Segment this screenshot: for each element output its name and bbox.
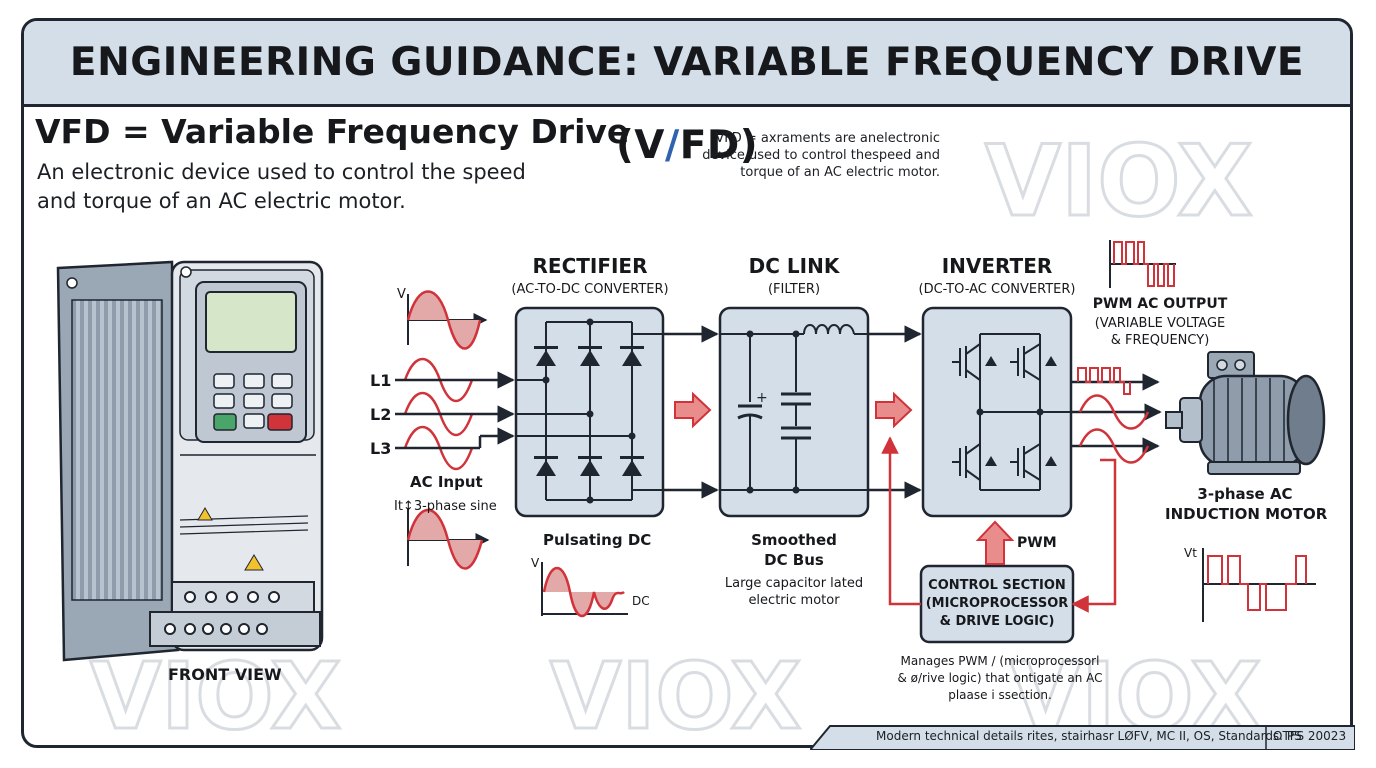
phase-l3-label: L3 [370,439,392,458]
inverter-block [921,306,1073,518]
footer-text: Modern technical details rites, stairhas… [876,729,1302,743]
footer-bar: Modern technical details rites, stairhas… [810,725,1355,750]
output-axis-vt: Vt [1184,546,1197,560]
front-view-caption: FRONT VIEW [168,665,282,684]
bus-connectors [663,325,922,499]
smoothed-label-2: DC Bus [764,551,824,569]
watermark-top: VIOX [985,125,1253,239]
pwm-output-sub-1: (VARIABLE VOLTAGE [1094,316,1226,331]
phase-l2-label: L2 [370,405,392,424]
capacitor-plus-sign: + [756,390,768,406]
ac-input-label: AC Input [410,473,483,491]
rectifier-subtitle: (AC-TO-DC CONVERTER) [511,282,669,297]
title-end: FD) [679,123,759,168]
pwm-output-title: PWM AC OUTPUT [1092,296,1228,312]
phase-l1-label: L1 [370,371,392,390]
ac-input-section [395,290,515,570]
watermark-bottom-mid: VIOX [550,643,801,750]
dc-link-subtitle: (FILTER) [767,282,821,297]
watermark-bottom-left: VIOX [90,643,341,750]
output-waveforms [1071,240,1316,622]
inverter-title: INVERTER [941,254,1053,278]
control-title-3: & DRIVE LOGIC) [939,614,1055,629]
definition-title: VFD = Variable Frequency Drive [35,112,630,151]
control-desc-1: Manages PWM / (microprocessorl [900,654,1100,668]
dc-link-title: DC LINK [748,254,840,278]
power-flow-arrows [674,391,913,429]
rectifier-title: RECTIFIER [532,254,648,278]
pulsating-dc-graph [541,562,628,617]
title-main: ENGINEERING GUIDANCE: VARIABLE FREQUENCY… [69,40,1305,168]
pulsating-axis-dc: DC [632,594,650,608]
ac-input-sub: It↕3-phase sine [394,499,497,514]
rectifier-block [514,306,665,518]
page-title: ENGINEERING GUIDANCE: VARIABLE FREQUENCY… [24,21,1350,187]
induction-motor [1165,351,1326,475]
dc-link-desc-2: electric motor [748,593,840,608]
pulsating-dc-label: Pulsating DC [543,531,652,549]
control-arrows [881,436,1117,613]
pulsating-axis-v: V [531,556,540,570]
motor-label-2: INDUCTION MOTOR [1165,505,1328,523]
pwm-label: PWM [1017,535,1057,551]
control-desc-2: & ø/rive logic) that ontigate an AC [897,671,1103,685]
side-note: VFD = axraments are anelectronic device … [702,131,940,180]
header-bar: ENGINEERING GUIDANCE: VARIABLE FREQUENCY… [24,21,1350,168]
footer-shape [810,725,1355,750]
dc-link-block: + [718,306,870,518]
footer-code: OTFS 20023 [1273,729,1347,743]
title-slash: / [664,123,680,168]
definition-body: An electronic device used to control the… [37,160,526,213]
inverter-subtitle: (DC-TO-AC CONVERTER) [918,282,1076,297]
control-title-2: (MICROPROCESSOR [925,596,1069,611]
motor-label-1: 3-phase AC [1197,485,1293,503]
vfd-device [56,260,324,662]
dc-link-desc-1: Large capacitor lated [724,576,864,591]
smoothed-label-1: Smoothed [751,531,837,549]
control-desc-3: plaase i ssection. [948,688,1052,702]
input-axis-v: V [397,287,406,302]
pwm-output-sub-2: & FREQUENCY) [1110,333,1210,348]
control-title-1: CONTROL SECTION [928,578,1066,593]
